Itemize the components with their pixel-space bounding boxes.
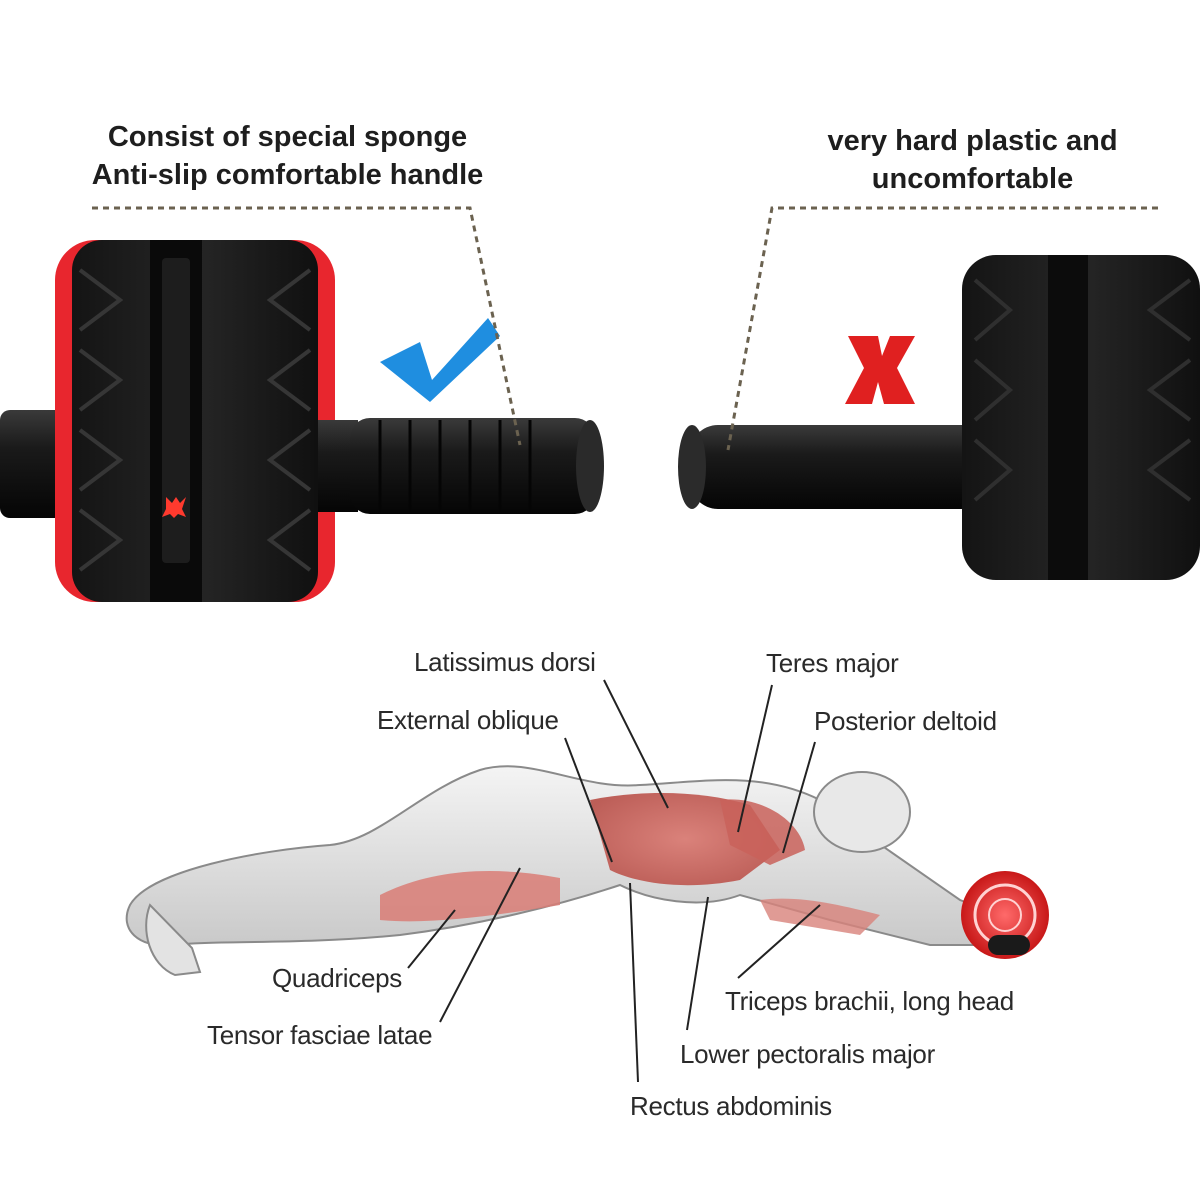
bad-product-caption: very hard plastic and uncomfortable	[790, 122, 1155, 198]
mini-ab-roller	[961, 871, 1049, 959]
brand-logo-icon	[162, 497, 186, 518]
triceps-muscle	[760, 898, 880, 935]
foam-grip-ridges	[378, 420, 532, 512]
thigh-muscles	[380, 871, 560, 922]
bad-caption-line-1: very hard plastic and	[827, 125, 1118, 157]
feet	[145, 903, 202, 977]
bad-callout-leader	[726, 206, 1158, 451]
good-product-caption: Consist of special sponge Anti-slip comf…	[50, 118, 525, 194]
leader-external-oblique	[564, 737, 613, 863]
plain-tread-pattern	[973, 278, 1192, 502]
good-callout-leader	[92, 206, 522, 446]
label-external-oblique: External oblique	[377, 705, 559, 735]
label-latissimus-dorsi: Latissimus dorsi	[414, 647, 596, 677]
tread-pattern	[78, 268, 312, 572]
hard-plastic-handle	[690, 425, 990, 509]
anatomy-figure	[125, 765, 1049, 977]
leader-posterior-deltoid	[782, 741, 816, 854]
muscle-leader-lines	[407, 679, 821, 1083]
leader-triceps	[737, 904, 821, 979]
leader-rectus-abdominis	[629, 882, 639, 1083]
leader-tensor-fasciae-latae	[439, 867, 521, 1023]
bad-ab-roller	[678, 255, 1200, 580]
label-rectus-abdominis: Rectus abdominis	[630, 1091, 832, 1121]
x-mark-icon	[845, 336, 915, 404]
label-teres-major: Teres major	[766, 648, 899, 678]
left-axle-stub	[0, 410, 70, 518]
head	[813, 771, 911, 853]
leader-latissimus-dorsi	[603, 679, 669, 809]
handle-end-cap	[576, 420, 604, 512]
leader-lower-pectoralis	[686, 896, 709, 1031]
good-ab-roller	[0, 240, 604, 602]
label-triceps-long-head: Triceps brachii, long head	[725, 986, 1014, 1016]
plain-wheel-groove	[1048, 255, 1088, 580]
good-caption-line-2: Anti-slip comfortable handle	[91, 159, 484, 191]
leader-teres-major	[737, 684, 773, 833]
groove-highlight	[162, 258, 190, 563]
check-mark-icon	[380, 318, 500, 402]
bad-caption-line-2: uncomfortable	[871, 163, 1074, 195]
label-lower-pectoralis-major: Lower pectoralis major	[680, 1039, 935, 1069]
label-quadriceps: Quadriceps	[272, 963, 402, 993]
foam-handle	[350, 418, 595, 514]
good-caption-line-1: Consist of special sponge	[107, 121, 468, 153]
plastic-handle-end	[678, 425, 706, 509]
label-tensor-fasciae-latae: Tensor fasciae latae	[207, 1020, 433, 1050]
leader-quadriceps	[407, 909, 456, 969]
label-posterior-deltoid: Posterior deltoid	[814, 706, 997, 736]
